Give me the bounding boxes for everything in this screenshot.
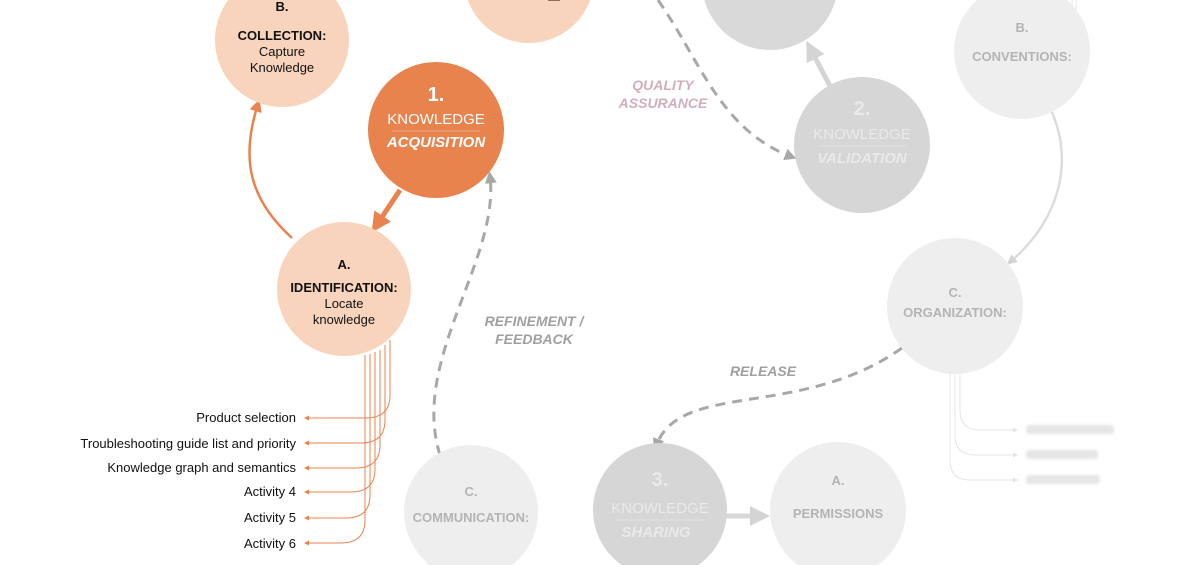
activity-list: Product selection Troubleshooting guide … xyxy=(80,410,296,551)
connector-refinement-feedback xyxy=(432,171,497,456)
knowledge-sharing-node[interactable]: 3. KNOWLEDGE SHARING xyxy=(593,443,727,565)
conventions-node[interactable]: B. CONVENTIONS: xyxy=(954,0,1090,119)
validation-subtitle: VALIDATION xyxy=(817,150,908,167)
activity-item: Activity 4 xyxy=(244,484,296,499)
acquisition-number: 1. xyxy=(428,84,445,106)
sharing-number: 3. xyxy=(652,469,669,491)
conventions-heading: CONVENTIONS: xyxy=(972,49,1072,64)
validation-title: KNOWLEDGE xyxy=(813,126,911,143)
activity-item: Product selection xyxy=(196,410,296,425)
knowledge-acquisition-node[interactable]: 1. KNOWLEDGE ACQUISITION xyxy=(368,62,504,198)
collection-letter: B. xyxy=(276,0,289,14)
permissions-letter: A. xyxy=(832,473,845,488)
connector-acquisition-to-identification xyxy=(371,188,403,233)
sharing-subtitle: SHARING xyxy=(621,524,691,541)
top-partial-gray-node xyxy=(704,0,836,50)
activity-item: Troubleshooting guide list and priority xyxy=(80,436,296,451)
conventions-letter: B. xyxy=(1016,20,1029,35)
refinement-label-line2: FEEDBACK xyxy=(495,331,574,347)
blurred-label-2 xyxy=(1026,450,1098,459)
blurred-label-1 xyxy=(1026,425,1114,434)
organization-tree-lines xyxy=(949,372,1018,483)
identification-heading: IDENTIFICATION: xyxy=(290,280,397,295)
blurred-label-3 xyxy=(1026,475,1100,484)
connector-release xyxy=(652,346,903,451)
organization-letter: C. xyxy=(949,285,962,300)
connector-identification-to-collection xyxy=(248,99,293,239)
top-partial-orange-node xyxy=(467,0,591,43)
top-partial-text-fragment xyxy=(548,0,560,1)
activity-item: Knowledge graph and semantics xyxy=(107,460,296,475)
connector-quality-assurance xyxy=(656,0,797,161)
organization-blurred-labels xyxy=(1026,425,1114,484)
knowledge-validation-node[interactable]: 2. KNOWLEDGE VALIDATION xyxy=(794,77,930,213)
quality-assurance-label-line1: QUALITY xyxy=(632,77,695,93)
collection-node[interactable]: B. COLLECTION: Capture Knowledge xyxy=(215,0,349,107)
acquisition-title: KNOWLEDGE xyxy=(387,111,485,128)
collection-line1: Capture xyxy=(259,44,305,59)
identification-line2: knowledge xyxy=(313,312,375,327)
identification-letter: A. xyxy=(338,257,351,272)
quality-assurance-label-line2: ASSURANCE xyxy=(618,95,708,111)
refinement-label-line1: REFINEMENT / xyxy=(485,313,586,329)
collection-line2: Knowledge xyxy=(250,60,314,75)
release-label: RELEASE xyxy=(730,363,797,379)
connector-conventions-to-organization xyxy=(1006,107,1063,265)
collection-heading: COLLECTION: xyxy=(238,28,327,43)
organization-heading: ORGANIZATION: xyxy=(903,305,1007,320)
activity-tree-lines xyxy=(304,340,391,546)
identification-node[interactable]: A. IDENTIFICATION: Locate knowledge xyxy=(277,222,411,356)
permissions-heading: PERMISSIONS xyxy=(793,506,884,521)
permissions-node[interactable]: A. PERMISSIONS xyxy=(770,442,906,565)
communication-letter: C. xyxy=(465,484,478,499)
organization-node[interactable]: C. ORGANIZATION: xyxy=(887,238,1023,374)
activity-item: Activity 6 xyxy=(244,536,296,551)
identification-line1: Locate xyxy=(324,296,363,311)
communication-node[interactable]: C. COMMUNICATION: xyxy=(404,445,538,565)
validation-number: 2. xyxy=(854,98,871,120)
acquisition-subtitle: ACQUISITION xyxy=(386,134,487,151)
sharing-title: KNOWLEDGE xyxy=(611,500,709,517)
activity-item: Activity 5 xyxy=(244,510,296,525)
communication-heading: COMMUNICATION: xyxy=(413,510,530,525)
connector-validation-to-top xyxy=(806,40,833,88)
